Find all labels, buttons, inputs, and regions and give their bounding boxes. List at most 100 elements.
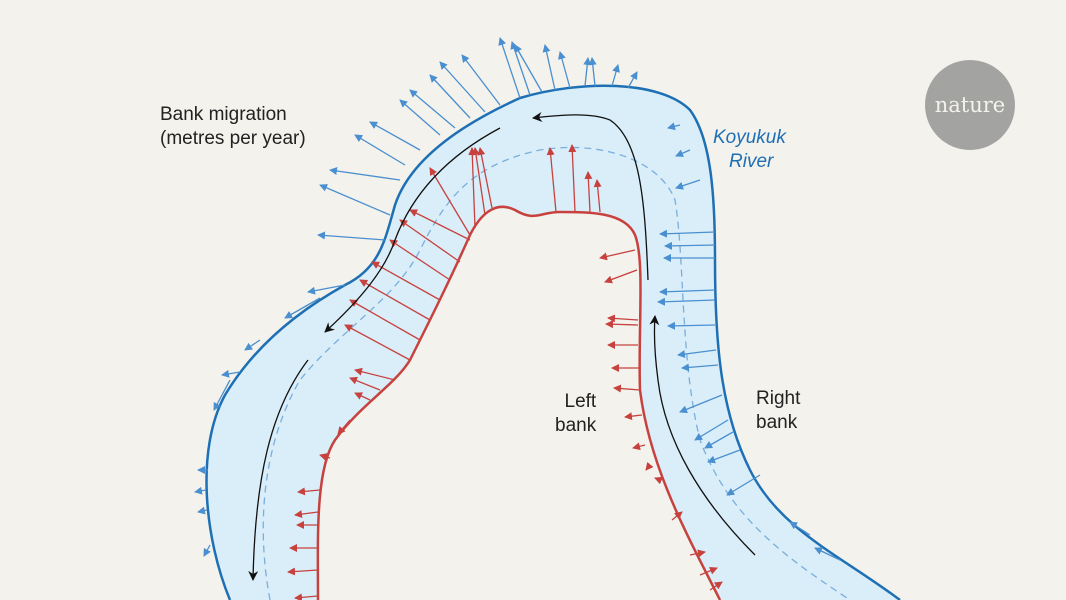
inner-bank-migration-arrow bbox=[645, 462, 654, 471]
inner-bank-migration-arrow bbox=[337, 419, 351, 435]
inner-bank-migration-arrow bbox=[294, 510, 319, 519]
inner-bank-migration-arrow bbox=[624, 412, 643, 421]
left-bank-label: Left bank bbox=[555, 390, 596, 438]
outer-bank-migration-arrow bbox=[203, 544, 211, 557]
inner-bank-migration-arrow bbox=[344, 324, 411, 361]
inner-bank-migration-arrow bbox=[468, 147, 477, 229]
outer-bank-migration-arrow bbox=[307, 284, 346, 295]
legend-title-line2: (metres per year) bbox=[160, 128, 306, 149]
outer-bank-migration-arrow bbox=[704, 431, 734, 449]
outer-bank-migration-arrow bbox=[583, 57, 592, 87]
inner-bank-migration-arrow bbox=[593, 179, 602, 213]
outer-bank-migration-arrow bbox=[588, 57, 597, 87]
inner-bank-migration-arrow bbox=[354, 392, 371, 401]
inner-bank-migration-arrow bbox=[472, 147, 486, 216]
inner-bank-migration-arrow bbox=[359, 279, 431, 321]
outer-bank-migration-arrow bbox=[667, 122, 681, 131]
outer-bank-migration-arrow bbox=[439, 61, 486, 113]
inner-bank-migration-arrow bbox=[349, 376, 381, 391]
legend-title: Bank migration (metres per year) bbox=[160, 103, 306, 151]
river-label-line1: Koyukuk bbox=[713, 127, 786, 148]
centerline bbox=[262, 146, 851, 600]
inner-bank-migration-arrow bbox=[371, 261, 441, 301]
outer-bank-migration-arrow bbox=[510, 41, 531, 96]
outer-bank-migration-arrow bbox=[369, 121, 421, 151]
outer-bank-migration-arrow bbox=[664, 241, 716, 250]
inner-bank-migration-arrow bbox=[699, 566, 718, 576]
outer-bank-migration-arrow bbox=[221, 369, 241, 378]
inner-bank-migration-arrow bbox=[607, 314, 639, 323]
outer-bank-migration-arrow bbox=[317, 231, 386, 241]
inner-bank-migration-arrow bbox=[605, 320, 639, 329]
outer-bank-migration-arrow bbox=[514, 44, 543, 93]
outer-bank-migration-arrow bbox=[627, 71, 638, 89]
outer-bank-migration-arrow bbox=[789, 521, 811, 536]
outer-bank-migration-arrow bbox=[681, 363, 719, 372]
inner-bank-migration-arrow bbox=[689, 549, 706, 558]
flow-arrow bbox=[324, 127, 501, 333]
outer-bank-migration-arrow bbox=[707, 449, 741, 464]
outer-bank-migration-arrow bbox=[409, 89, 456, 129]
outer-bank-migration-arrow bbox=[667, 321, 716, 330]
logo-text: nature bbox=[934, 93, 1006, 117]
inner-bank-migration-arrow bbox=[297, 487, 321, 496]
outer-bank-migration-arrow bbox=[611, 64, 620, 87]
outer-bank-migration-arrow bbox=[677, 349, 717, 359]
inner-bank-migration-arrow bbox=[389, 239, 451, 281]
outer-bank-migration-arrow bbox=[213, 379, 231, 411]
right-bank-label: Right bank bbox=[756, 387, 800, 435]
nature-logo: nature bbox=[925, 60, 1015, 150]
inner-bank-migration-arrow bbox=[568, 144, 577, 213]
outer-bank-line bbox=[205, 84, 901, 600]
outer-bank-migration-arrow bbox=[197, 506, 208, 515]
outer-bank-migration-arrow bbox=[679, 394, 723, 414]
outer-bank-migration-arrow bbox=[694, 419, 729, 441]
river-label: Koyukuk River bbox=[713, 126, 786, 174]
inner-bank-migration-arrow bbox=[399, 219, 461, 263]
outer-bank-migration-arrow bbox=[284, 297, 321, 319]
outer-bank-migration-arrow bbox=[542, 44, 556, 91]
inner-bank-migration-arrow bbox=[546, 147, 557, 213]
outer-bank-migration-arrow bbox=[354, 134, 406, 166]
inner-bank-migration-arrow bbox=[632, 442, 646, 451]
outer-bank-migration-arrow bbox=[675, 149, 691, 157]
inner-bank-migration-arrow bbox=[294, 593, 319, 600]
inner-bank-migration-arrow bbox=[429, 167, 471, 236]
outer-bank-migration-arrow bbox=[399, 99, 441, 136]
inner-bank-migration-arrow bbox=[477, 147, 493, 209]
outer-bank-migration-arrow bbox=[319, 184, 391, 216]
inner-bank-migration-arrow bbox=[671, 511, 683, 521]
inner-bank-migration-arrow bbox=[409, 209, 471, 241]
inner-bank-migration-arrow bbox=[709, 581, 723, 591]
inner-bank-migration-arrow bbox=[599, 249, 636, 261]
flow-arrow bbox=[649, 315, 756, 556]
inner-bank-migration-arrow bbox=[354, 367, 396, 381]
outer-bank-migration-arrow bbox=[498, 37, 521, 99]
river-label-line2: River bbox=[729, 151, 774, 172]
outer-bank-migration-arrow bbox=[461, 54, 501, 106]
inner-bank-migration-arrow bbox=[349, 299, 421, 341]
inner-bank-migration-arrow bbox=[287, 567, 319, 576]
flow-arrow bbox=[532, 112, 649, 281]
river-water bbox=[206, 85, 901, 600]
outer-bank-migration-arrow bbox=[657, 297, 716, 306]
legend-title-line1: Bank migration bbox=[160, 104, 287, 125]
inner-bank-migration-arrow bbox=[654, 476, 663, 485]
outer-bank-migration-arrow bbox=[194, 486, 207, 495]
outer-bank-migration-arrow bbox=[726, 474, 761, 496]
outer-bank-migration-arrow bbox=[329, 167, 401, 181]
right-bank-line1: Right bbox=[756, 388, 801, 409]
outer-bank-migration-arrow bbox=[659, 287, 716, 296]
outer-bank-migration-arrow bbox=[244, 339, 261, 351]
left-bank-line1: Left bbox=[564, 391, 597, 412]
flow-arrow bbox=[248, 359, 309, 581]
outer-bank-migration-arrow bbox=[429, 74, 471, 119]
inner-bank-migration-arrow bbox=[584, 171, 593, 213]
outer-bank-migration-arrow bbox=[659, 229, 716, 238]
left-bank-line2: bank bbox=[555, 415, 597, 436]
inner-bank-migration-arrow bbox=[613, 384, 641, 393]
inner-bank-migration-arrow bbox=[319, 453, 331, 461]
right-bank-line2: bank bbox=[756, 412, 798, 433]
